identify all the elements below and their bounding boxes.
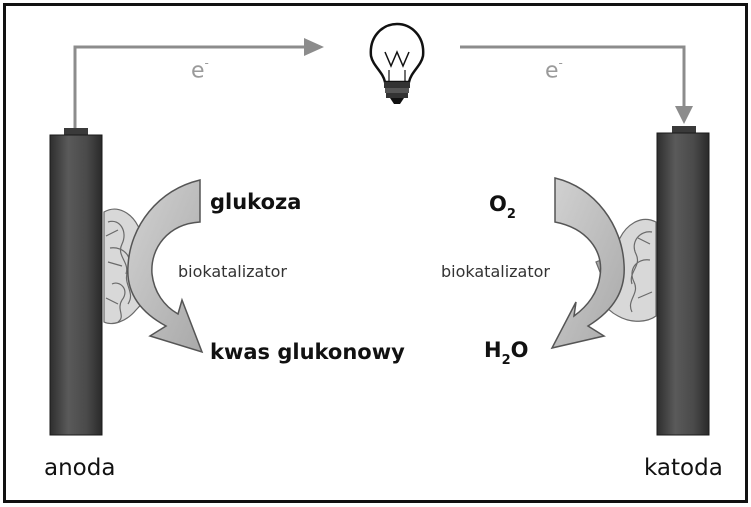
cathode-reaction-arrow (550, 177, 625, 350)
cathode-catalyst-label: biokatalizator (441, 262, 550, 281)
cathode-reactant-label: O2 (489, 192, 516, 223)
anode-electrode (49, 128, 103, 436)
electron-wire-right (460, 45, 693, 124)
cathode-label: katoda (644, 455, 723, 481)
light-bulb-icon (369, 22, 425, 104)
anode-reaction-arrow (127, 179, 204, 354)
anode-label: anoda (44, 455, 116, 481)
cathode-product-label: H2O (484, 338, 529, 369)
wire-arrowhead-down-icon (675, 106, 693, 124)
anode-reactant-label: glukoza (210, 190, 302, 214)
cathode-electrode (656, 126, 710, 436)
anode-catalyst-label: biokatalizator (178, 262, 287, 281)
anode-product-label: kwas glukonowy (210, 340, 405, 364)
electron-label-right: e- (545, 56, 563, 84)
electron-wire-left (73, 38, 324, 128)
electron-label-left: e- (191, 56, 209, 84)
wire-arrowhead-right-icon (304, 38, 324, 56)
